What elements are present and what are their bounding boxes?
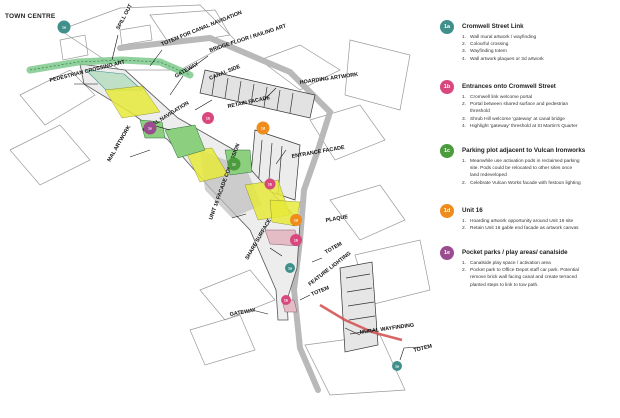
map-badge-b-1e-a: 1e (143, 121, 157, 135)
road-outline (117, 34, 334, 393)
legend-items-1d: 1.Hoarding artwork opportunity around Un… (462, 218, 616, 232)
legend-title-1c: Parking plot adjacent to Vulcan Ironwork… (462, 147, 586, 154)
legend-item: 2.Retain Unit 16 gable end facade as art… (462, 226, 579, 232)
legend-item: 3.Wayfinding totem (462, 49, 507, 55)
map-badge-b-1d-b: 1d (290, 214, 302, 226)
legend-title-1d: Unit 16 (462, 207, 483, 214)
map-badge-b-1a-a: 1a (57, 20, 71, 34)
map-label-bridge: BRIDGE FLOOR / RAILING ART (209, 23, 288, 54)
svg-text:1b: 1b (284, 298, 289, 302)
legend-item: 1.Cromwell link welcome portal (462, 95, 533, 100)
legend-items-1a: 1.Wall mural artwork / wayfinding 2.Colou… (462, 34, 616, 63)
legend-item: 4.Highlight 'gateway' threshold at St Ma… (462, 123, 578, 129)
legend-item: 1.Hoarding artwork opportunity around Un… (462, 219, 574, 224)
map-badge-b-1c-a: 1c (227, 157, 241, 171)
map-badge-b-1b-c: 1b (290, 234, 302, 246)
legend-badge-1c: 1c (440, 144, 454, 158)
annotation-leaders (74, 34, 421, 361)
legend-item: 1.Meanwhile use activation pods in recla… (462, 159, 580, 164)
legend-item: 2.Portal between shared surface and pede… (462, 102, 569, 108)
legend-item: remove brick wall facing canal and creat… (470, 275, 577, 281)
legend-badge-1a: 1a (440, 20, 454, 34)
svg-text:1b: 1b (206, 116, 211, 120)
legend-item: planted steps to link to tow path. (470, 282, 539, 288)
cromwell-link-centreline (29, 59, 191, 76)
legend-item: 2.Pocket park to Office Depot staff car … (462, 268, 579, 274)
map-badge-b-1a-c: 1a (392, 361, 402, 371)
mural-wall (319, 303, 403, 342)
legend-items-1b: 1.Cromwell link welcome portal 2.Portal b… (462, 94, 616, 130)
legend-item: 4.Wall artwork plaques or 3d artwork (462, 56, 544, 62)
legend-item: land redeveloped (470, 173, 507, 179)
map-label-gateway-bottom: GATEWAY (229, 307, 256, 318)
legend-title-1e: Pocket parks / play areas/ canalside (462, 249, 568, 256)
map-label-totem-mid: TOTEM (324, 241, 344, 256)
svg-text:1a: 1a (288, 266, 293, 270)
yellow-zones (104, 85, 301, 227)
svg-text:1c: 1c (232, 162, 236, 166)
legend-item: 2.Celebrate Vulcan Works facade with fes… (462, 180, 581, 186)
legend-item: site. Pods could be relocated to other s… (470, 166, 573, 172)
svg-text:1a: 1a (62, 25, 67, 29)
legend-title-1a: Cromwell Street Link (462, 23, 524, 30)
svg-text:1a: 1a (395, 364, 400, 368)
legend-item: 1.Canalside play space / activation area (462, 261, 551, 266)
legend-item: 1.Wall mural artwork / wayfinding (462, 35, 537, 40)
legend-item: 2.Colourful crossing (462, 42, 509, 48)
map-badge-b-1b-a: 1b (202, 112, 214, 124)
svg-text:1b: 1b (268, 182, 273, 186)
legend-badge-1e: 1e (440, 246, 454, 260)
map-label-totem-bottom: TOTEM (413, 343, 433, 353)
legend-item: threshold (470, 109, 490, 115)
map-label-hoarding: HOARDING ARTWORK (299, 72, 358, 86)
svg-text:1d: 1d (294, 218, 298, 222)
map-badge-b-1b-d: 1b (281, 295, 291, 305)
svg-text:1b: 1b (294, 238, 299, 242)
legend-item: 3.Shrub Hill welcome 'gateway' at canal … (462, 116, 565, 122)
map-label-totem-lower: TOTEM (311, 285, 331, 298)
legend-items-1e: 1.Canalside play space / activation area… (462, 260, 616, 289)
town-centre-label: TOWN CENTRE (5, 13, 56, 20)
legend-items-1c: 1.Meanwhile use activation pods in recla… (462, 158, 616, 187)
map-badge-b-1b-b: 1b (264, 178, 276, 190)
legend-badge-1b: 1b (440, 80, 454, 94)
map-label-plaque: PLAQUE (325, 214, 349, 224)
svg-text:1d: 1d (261, 126, 265, 130)
map-badge-b-1a-b: 1a (285, 263, 295, 273)
legend-title-1b: Entrances onto Cromwell Street (462, 83, 556, 90)
map-label-spill-out: SPILL OUT (115, 3, 134, 31)
legend-badge-1d: 1d (440, 204, 454, 218)
map-badge-b-1d-a: 1d (256, 121, 270, 135)
map-label-mal-artwork: MAL ARTWORK (107, 124, 133, 163)
svg-text:1e: 1e (148, 126, 152, 130)
